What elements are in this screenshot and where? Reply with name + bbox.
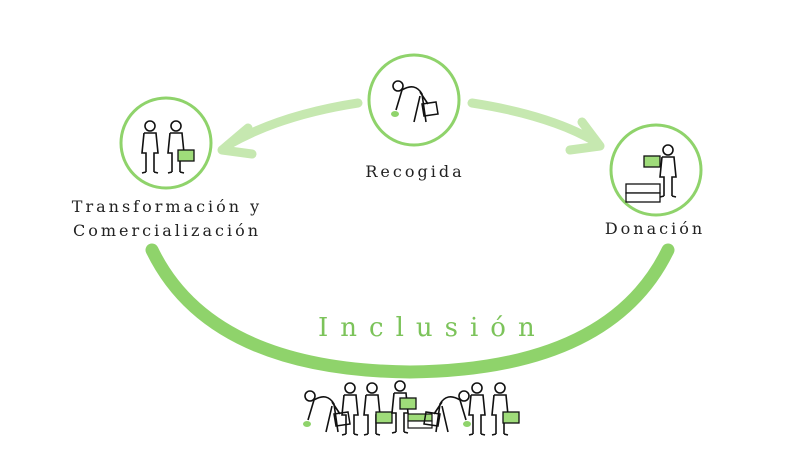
inclusion-label: Inclusión bbox=[318, 313, 547, 343]
donacion-label: Donación bbox=[604, 219, 706, 238]
donacion-node-icon bbox=[609, 123, 703, 217]
inclusion-workers-illustration bbox=[302, 380, 520, 436]
transformacion-label-line1: Transformación y bbox=[71, 197, 263, 216]
arrowhead-right bbox=[565, 117, 605, 155]
transformacion-node-icon bbox=[119, 96, 213, 190]
inclusion-arc bbox=[145, 243, 675, 379]
arrow-recogida-to-donacion bbox=[467, 98, 601, 147]
transformacion-label: Transformación y Comercialización bbox=[62, 195, 272, 243]
recogida-label: Recogida bbox=[365, 162, 465, 181]
arrowhead-left bbox=[217, 123, 257, 159]
transformacion-label-line2: Comercialización bbox=[73, 221, 261, 240]
recogida-node-icon bbox=[367, 53, 461, 147]
